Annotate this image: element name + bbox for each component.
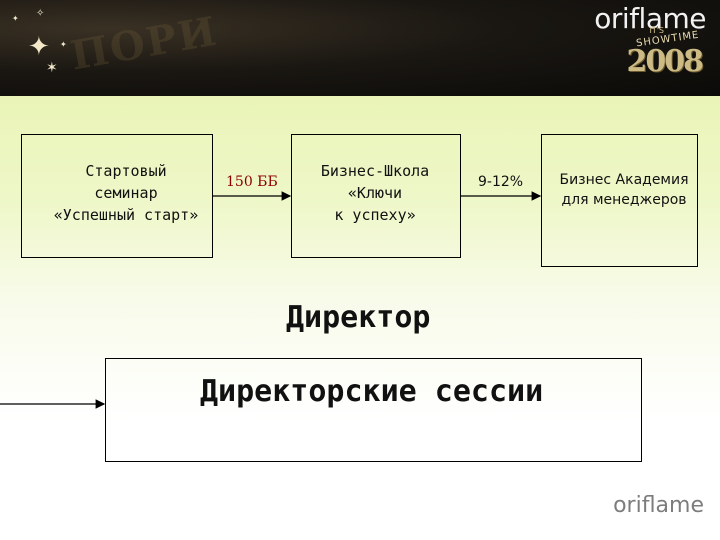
sparkle-icon: ✦: [12, 14, 19, 23]
sparkle-icon: ✧: [36, 8, 45, 19]
year-badge: 2008: [626, 44, 704, 79]
business-academy-line-2: для менеджеров: [561, 192, 687, 208]
business-school-line-1: Бизнес-Школа: [320, 162, 430, 180]
business-school-line-3: к успеху»: [334, 206, 416, 224]
business-academy-line-1: Бизнес Академия: [559, 172, 689, 188]
brand-logo: oriflame: [594, 2, 706, 35]
tagline-its: IT'S: [649, 26, 664, 35]
start-seminar-line-2: семинар: [94, 184, 158, 202]
director-title: Директор: [286, 300, 431, 335]
footer-brand-logo: oriflame: [613, 493, 704, 518]
business-academy-text: Бизнес Академия для менеджеров: [534, 170, 714, 210]
business-school-line-2: «Ключи: [347, 184, 403, 202]
arrow-label-150bb: 150 ББ: [226, 174, 278, 190]
director-sessions-text: Директорские сессии: [200, 374, 544, 409]
business-academy-box: [541, 134, 698, 267]
start-seminar-line-3: «Успешный старт»: [53, 206, 199, 224]
director-sessions-box: [105, 358, 642, 462]
header-banner: ПОРИ ✦ ✶ ✧ ✦ ✦ oriflame IT'S SHOWTIME 20…: [0, 0, 720, 96]
business-school-text: Бизнес-Школа «Ключи к успеху»: [291, 160, 459, 226]
start-seminar-line-1: Стартовый: [85, 162, 167, 180]
start-seminar-text: Стартовый семинар «Успешный старт»: [21, 160, 231, 226]
arrow-label-percent: 9-12%: [478, 174, 524, 190]
sparkle-icon: ✶: [46, 60, 58, 76]
sparkle-icon: ✦: [28, 32, 50, 62]
sparkle-icon: ✦: [60, 40, 67, 49]
